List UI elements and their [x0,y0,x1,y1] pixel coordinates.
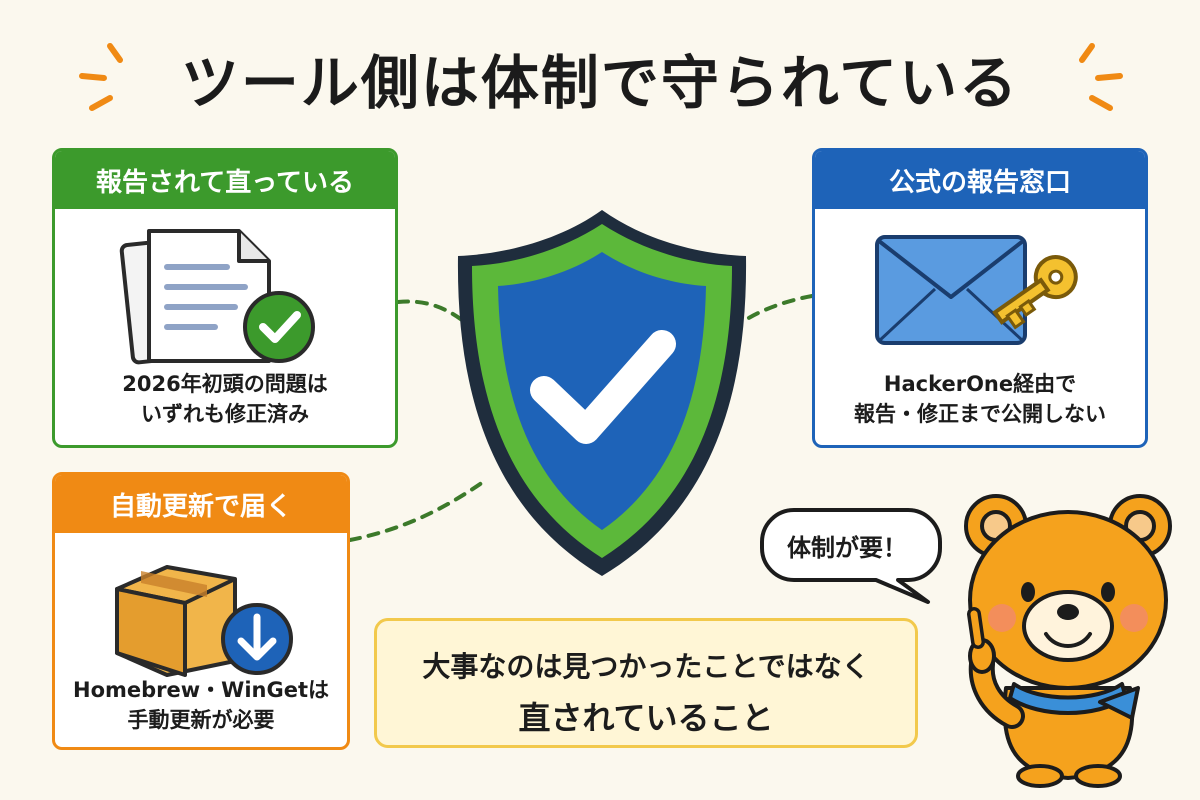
key-message: 大事なのは見つかったことではなく 直されていること [374,618,918,748]
spark-right-icon [1079,43,1123,111]
card-contact-title: 公式の報告窓口 [815,151,1145,209]
card-update-text: Homebrew・WinGetは 手動更新が必要 [73,678,329,732]
card-reported: 報告されて直っている 2026年初頭の問題は いずれも修正済み [52,148,398,448]
card-contact: 公式の報告窓口 HackerOne経由で 報告・修正まで公開しない [812,148,1148,448]
connector-update [348,478,488,542]
connector-reported [396,299,464,322]
document-check-icon [119,229,315,365]
package-download-icon [115,565,293,677]
envelope-key-icon [875,235,1078,345]
card-reported-title: 報告されて直っている [55,151,395,209]
shield-check-icon [457,210,747,576]
key-message-line1: 大事なのは見つかったことではなく [422,650,870,683]
bear-mascot [964,494,1172,788]
speech-text: 体制が要！ [787,534,907,562]
card-contact-text: HackerOne経由で 報告・修正まで公開しない [854,372,1106,426]
speech-bubble [760,508,942,604]
connector-contact [740,294,814,324]
spark-left-icon [79,43,123,111]
card-update: 自動更新で届く Homebrew・WinGetは 手動更新が必要 [52,472,350,750]
card-update-title: 自動更新で届く [55,475,347,533]
card-reported-text: 2026年初頭の問題は いずれも修正済み [122,372,328,426]
page-title: ツール側は体制で守られている [180,49,1020,117]
key-message-line2: 直されていること [518,699,774,737]
